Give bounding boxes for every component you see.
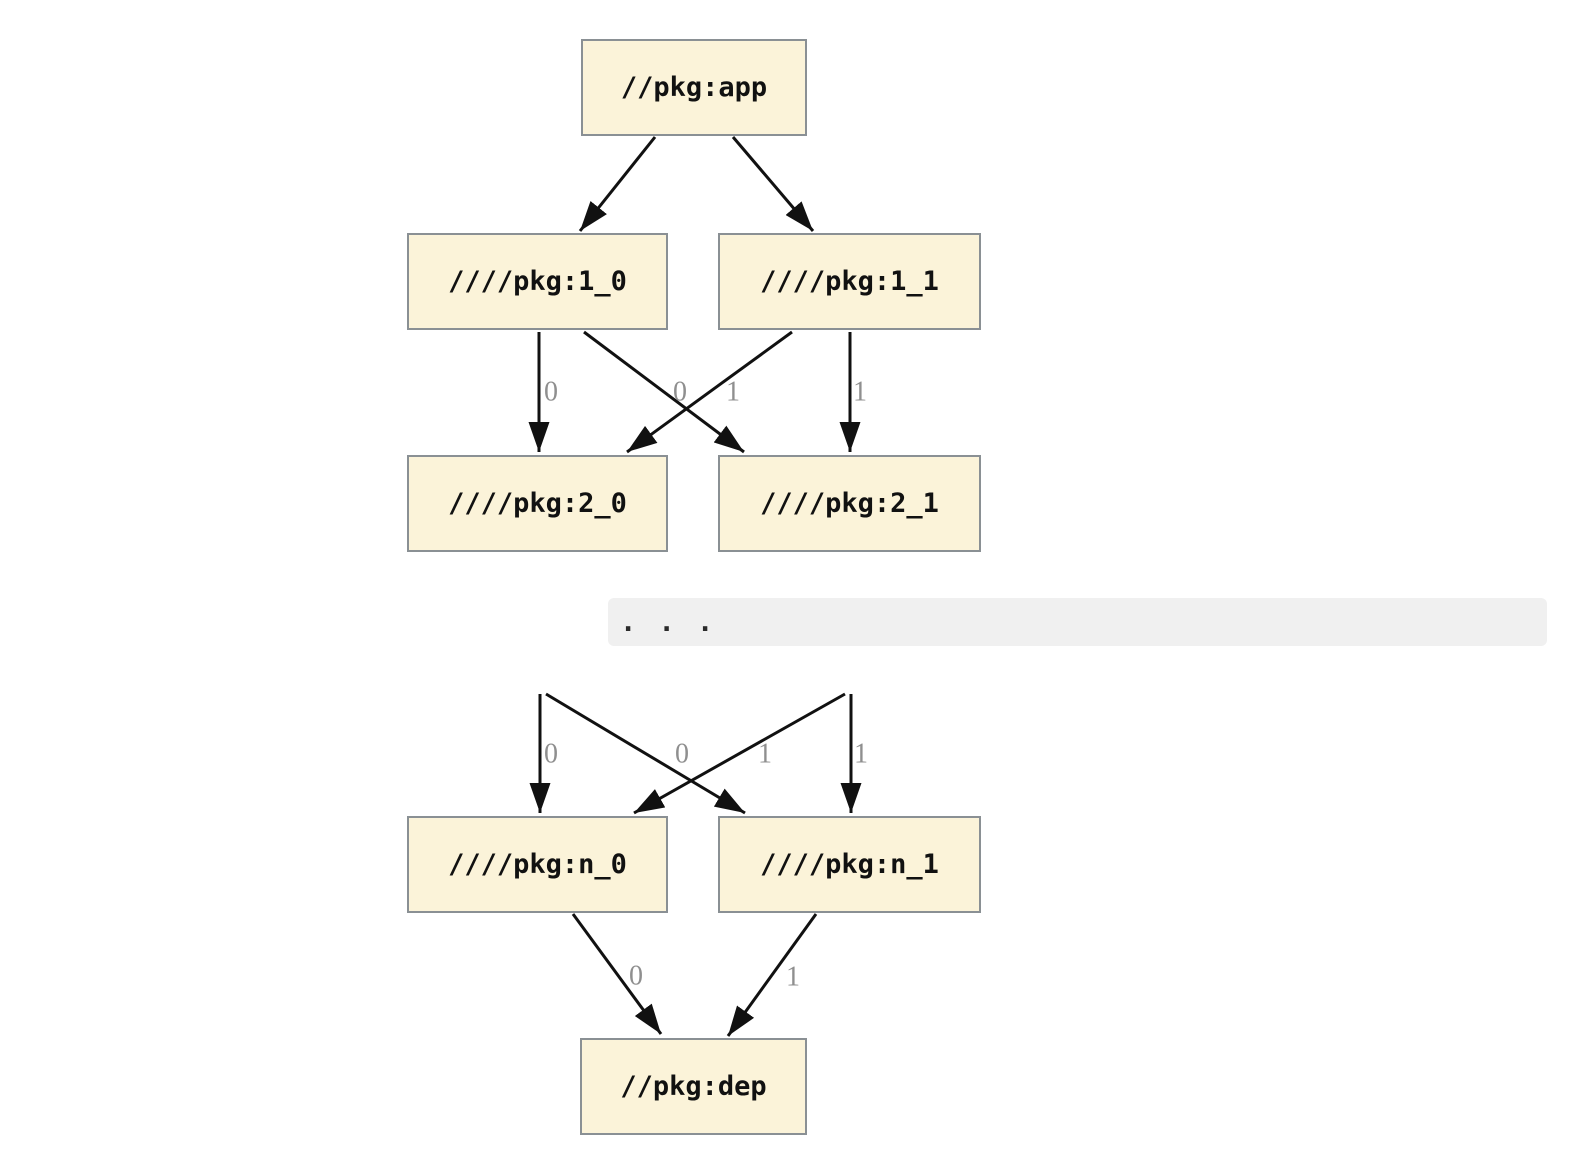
graph-node-n2-0: ////pkg:2_0 [407,455,668,552]
graph-node-label: //pkg:app [620,72,768,103]
edge-1_0-to-2_1-label: 1 [726,377,740,408]
edge-dots-to-n_0-label: 0 [544,739,558,770]
graph-node-n1-1: ////pkg:1_1 [718,233,981,330]
graph-node-label: ////pkg:2_1 [760,488,939,519]
graph-node-label: ////pkg:2_0 [448,488,627,519]
edge-dots-to-n_0-cross-label: 0 [675,739,689,770]
graph-node-n1-0: ////pkg:1_0 [407,233,668,330]
edge-n_1-to-dep [726,913,818,1037]
edge-1_0-to-2_0-label: 0 [544,377,558,408]
edge-n_0-to-dep-label: 0 [629,961,643,992]
edge-app-to-1_0 [578,136,657,232]
edge-n_1-to-dep-label: 1 [786,962,800,993]
edge-1_1-to-2_1-label: 1 [853,377,867,408]
truncation-bar: . . . [608,598,1547,646]
graph-node-dep: //pkg:dep [580,1038,807,1135]
edge-1_1-to-2_0-label: 0 [673,377,687,408]
graph-node-nn-1: ////pkg:n_1 [718,816,981,913]
edge-1_0-to-2_1 [583,330,745,454]
graph-node-n2-1: ////pkg:2_1 [718,455,981,552]
edge-1_1-to-2_0 [626,330,793,454]
edge-dots-to-n_1-label: 1 [854,739,868,770]
truncation-ellipsis-text: . . . [620,606,717,638]
graph-node-nn-0: ////pkg:n_0 [407,816,668,913]
graph-node-label: ////pkg:n_0 [448,849,627,880]
graph-node-label: ////pkg:n_1 [760,849,939,880]
edge-app-to-1_1 [731,136,815,232]
edge-dots-to-n_1-cross-label: 1 [758,739,772,770]
edge-n_0-to-dep [571,913,663,1035]
graph-node-app: //pkg:app [581,39,807,136]
graph-node-label: ////pkg:1_1 [760,266,939,297]
graph-node-label: //pkg:dep [620,1071,767,1102]
graph-node-label: ////pkg:1_0 [448,266,627,297]
edge-dots-to-n_1-cross [545,692,746,815]
edge-dots-to-n_0-cross [633,692,846,815]
